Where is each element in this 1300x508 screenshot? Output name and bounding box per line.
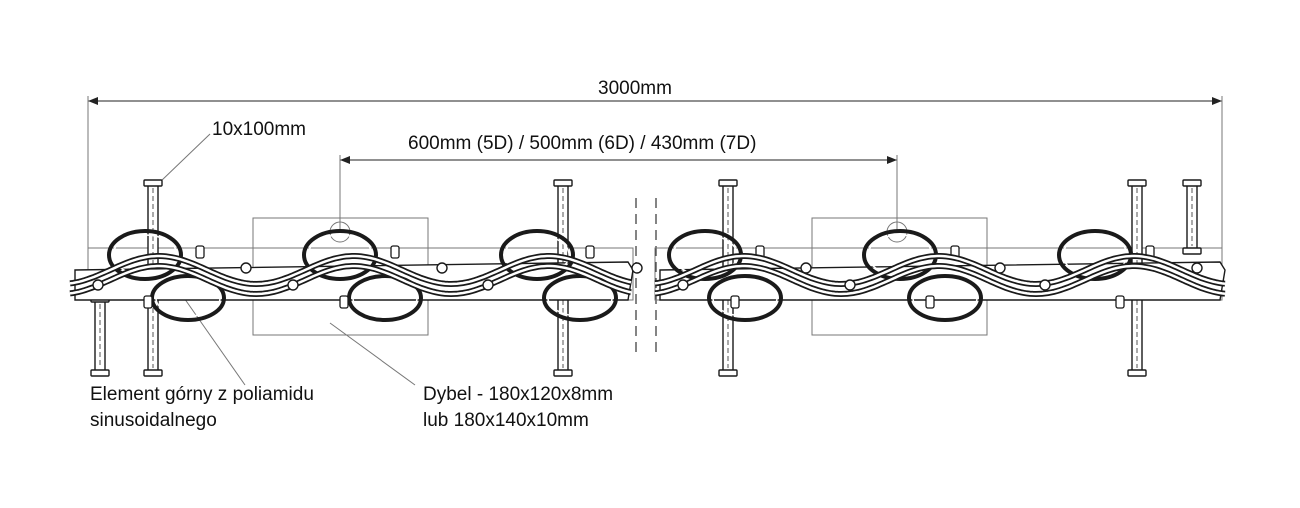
bar-head — [1182, 179, 1202, 187]
sinusoid-rod-core — [654, 254, 1226, 286]
strip-hole — [482, 279, 494, 291]
strip-hole — [240, 262, 252, 274]
strip-hole — [1191, 262, 1203, 274]
bar-head — [90, 369, 110, 377]
strip-hole — [1039, 279, 1051, 291]
lower-loop — [907, 274, 983, 322]
top-element-label-2: sinusoidalnego — [90, 410, 217, 431]
bar-size-label: 10x100mm — [212, 119, 306, 140]
stud — [925, 295, 935, 309]
lower-loop-inner — [547, 279, 613, 317]
strip-hole — [677, 279, 689, 291]
dowel-label-2: lub 180x140x10mm — [423, 410, 589, 431]
lower-loop-inner — [155, 279, 221, 317]
bar-head — [718, 369, 738, 377]
dowel-label-1: Dybel - 180x120x8mm — [423, 384, 614, 405]
stud — [143, 295, 153, 309]
lower-loop-inner — [712, 279, 778, 317]
strip-hole — [800, 262, 812, 274]
lower-loop-inner — [352, 279, 418, 317]
stud — [339, 295, 349, 309]
sinusoid-rod-core — [69, 254, 632, 286]
leader-line — [159, 133, 211, 183]
upper-loop-inner — [112, 234, 178, 276]
lower-loop — [707, 274, 783, 322]
lower-loop — [542, 274, 618, 322]
bar-head — [143, 179, 163, 187]
dowel-spacing-label: 600mm (5D) / 500mm (6D) / 430mm (7D) — [408, 133, 757, 154]
bar-head — [143, 369, 163, 377]
stud — [730, 295, 740, 309]
upper-loop-inner — [307, 234, 373, 276]
bar-head — [553, 369, 573, 377]
leader-line — [174, 284, 246, 386]
stud — [195, 245, 205, 259]
leader-line — [329, 322, 416, 386]
upper-loop — [107, 229, 183, 281]
strip-hole — [844, 279, 856, 291]
bar-head — [553, 179, 573, 187]
upper-loop — [302, 229, 378, 281]
upper-loop — [499, 229, 575, 281]
top-element-label-1: Element górny z poliamidu — [90, 384, 314, 405]
strip-hole — [994, 262, 1006, 274]
strip-hole — [287, 279, 299, 291]
stud — [390, 245, 400, 259]
bar-head — [718, 179, 738, 187]
sinusoid-rod-core — [654, 264, 1226, 296]
upper-loop-inner — [504, 234, 570, 276]
bar-head — [1127, 179, 1147, 187]
total-length-label: 3000mm — [598, 78, 672, 99]
strip-hole — [436, 262, 448, 274]
strip-hole — [92, 279, 104, 291]
stud — [585, 245, 595, 259]
lower-loop-inner — [912, 279, 978, 317]
bar-head — [1182, 247, 1202, 255]
bar-head — [1127, 369, 1147, 377]
stud — [1115, 295, 1125, 309]
lower-loop — [347, 274, 423, 322]
strip-hole — [631, 262, 643, 274]
sinusoid-rod-core — [69, 264, 632, 296]
